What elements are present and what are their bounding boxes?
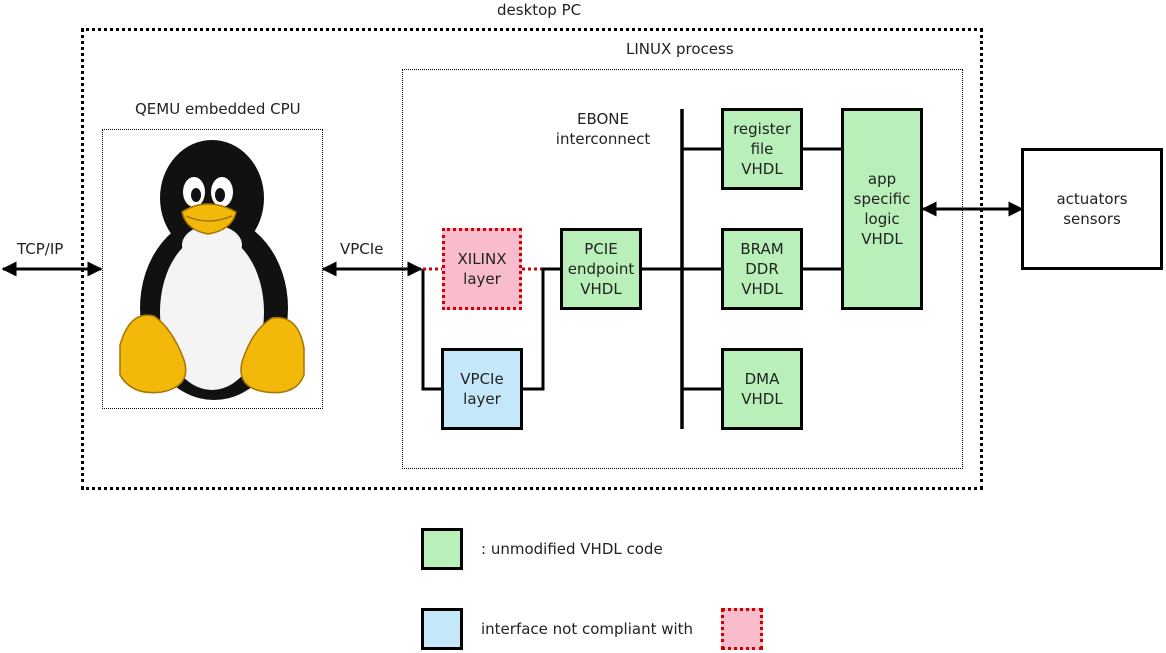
- vpcie-layer-text: VPCIe layer: [460, 370, 504, 408]
- linux-process-boundary: [402, 69, 963, 469]
- legend-green-swatch: [421, 528, 463, 570]
- ebone-label-text: EBONE interconnect: [555, 110, 651, 148]
- xilinx-layer-text: XILINX layer: [457, 250, 507, 288]
- tux-penguin-icon: [119, 140, 305, 400]
- legend-pink-swatch: [721, 608, 763, 650]
- pcie-endpoint-text: PCIE endpoint VHDL: [567, 240, 635, 298]
- register-file-text: register file VHDL: [733, 120, 791, 178]
- xilinx-layer-block: XILINX layer: [442, 228, 522, 310]
- app-logic-block: app specific logic VHDL: [841, 108, 923, 310]
- legend-unmodified-label: : unmodified VHDL code: [481, 540, 663, 558]
- app-logic-text: app specific logic VHDL: [853, 170, 911, 248]
- desktop-pc-label: desktop PC: [497, 1, 582, 19]
- vpcie-layer-wire-right: [522, 267, 561, 391]
- vpcie-link-label: VPCIe: [340, 240, 384, 258]
- qemu-cpu-label: QEMU embedded CPU: [135, 100, 301, 118]
- ebone-label: EBONE interconnect: [551, 109, 655, 149]
- bram-ddr-text: BRAM DDR VHDL: [740, 240, 784, 298]
- actuators-sensors-block: actuators sensors: [1021, 148, 1163, 270]
- pcie-endpoint-block: PCIE endpoint VHDL: [560, 228, 642, 310]
- vpcie-layer-wire-left: [421, 269, 442, 391]
- qemu-cpu-boundary: [102, 129, 323, 409]
- dma-block: DMA VHDL: [721, 348, 803, 430]
- linux-process-label: LINUX process: [626, 40, 734, 58]
- actuators-sensors-text: actuators sensors: [1056, 190, 1128, 228]
- vpcie-layer-block: VPCIe layer: [441, 348, 523, 430]
- register-file-block: register file VHDL: [721, 108, 803, 190]
- desktop-pc-boundary: [81, 28, 983, 490]
- tcpip-label: TCP/IP: [17, 240, 64, 258]
- bram-ddr-block: BRAM DDR VHDL: [721, 228, 803, 310]
- dma-text: DMA VHDL: [741, 370, 783, 408]
- legend-not-compliant-label: interface not compliant with: [481, 620, 694, 638]
- legend-blue-swatch: [421, 608, 463, 650]
